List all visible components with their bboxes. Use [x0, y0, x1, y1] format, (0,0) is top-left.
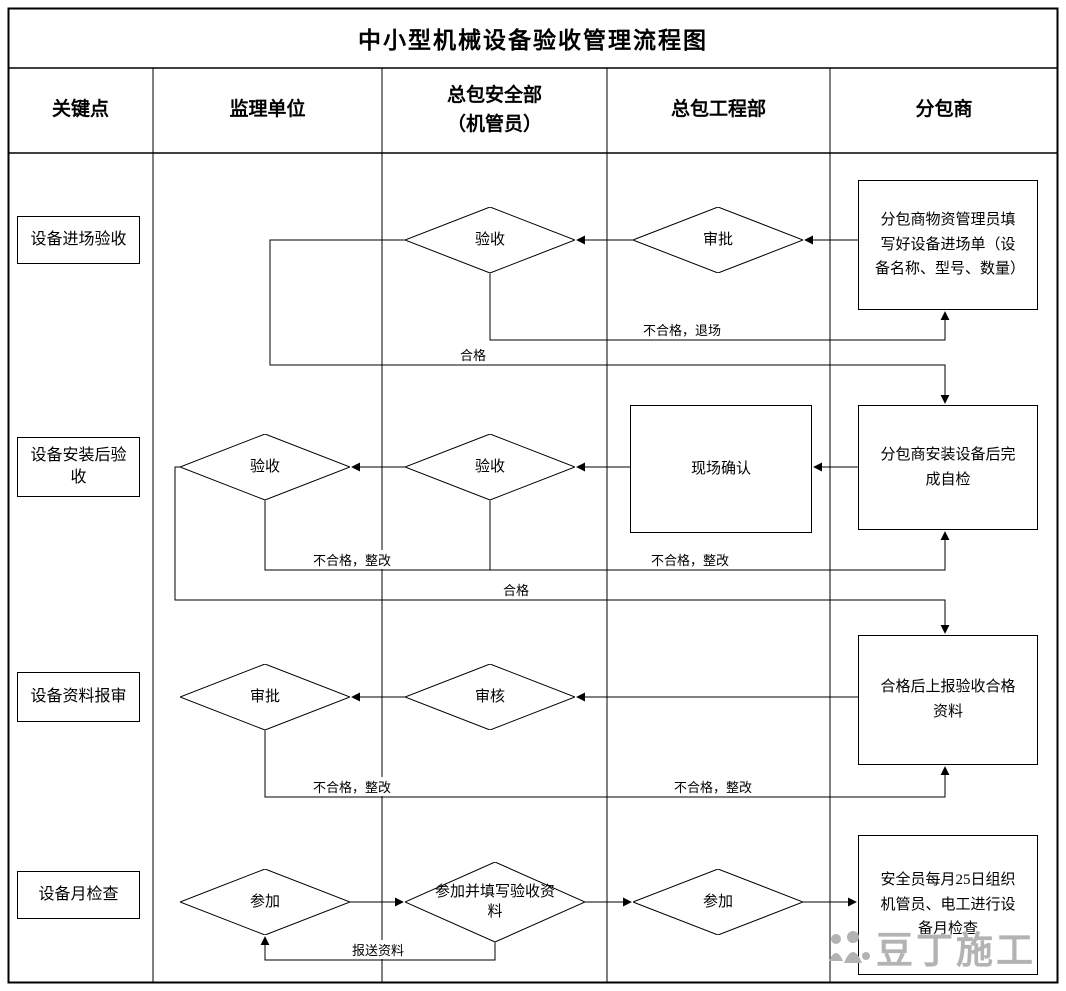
keypoint-post-install: 设备安装后验收	[17, 437, 140, 497]
decision-r4-join-and-fill: 参加并填写验收资料	[405, 862, 585, 942]
decision-r4-join-engineering: 参加	[633, 869, 803, 935]
decision-r4-join-supervisor: 参加	[180, 869, 350, 935]
process-self-check: 分包商安装设备后完成自检	[858, 405, 1038, 530]
column-header-keypoint: 关键点	[51, 99, 109, 121]
decision-label: 审核	[474, 688, 505, 705]
decision-r2-accept-safety: 验收	[405, 434, 575, 500]
watermark-figures-icon	[829, 931, 870, 963]
keypoint-docs-submission: 设备资料报审	[17, 672, 140, 722]
page-title: 中小型机械设备验收管理流程图	[358, 28, 708, 53]
diamond-shape-icon	[633, 207, 803, 273]
column-header-subcontractor: 分包商	[915, 99, 973, 121]
edge-label-r3-fail-right: 不合格，整改	[671, 777, 755, 796]
column-header-engineering: 总包工程部	[670, 99, 766, 121]
decision-label: 参加	[249, 893, 280, 910]
diamond-shape-icon	[633, 869, 803, 935]
keypoint-equipment-entry: 设备进场验收	[17, 216, 140, 264]
decision-label: 验收	[474, 231, 505, 248]
decision-label: 验收	[474, 458, 505, 475]
diamond-shape-icon	[405, 207, 575, 273]
column-header-safety-dept: 总包安全部 （机管员）	[446, 85, 542, 135]
diamond-shape-icon	[180, 664, 350, 730]
diamond-shape-icon	[180, 434, 350, 500]
decision-label: 参加并填写验收资料	[434, 883, 555, 920]
decision-r2-accept-supervisor: 验收	[180, 434, 350, 500]
edge-label-r2-fail-left: 不合格，整改	[310, 550, 394, 569]
edge-label-r2-pass: 合格	[500, 580, 532, 599]
decision-r1-accept: 验收	[405, 207, 575, 273]
diamond-shape-icon	[405, 434, 575, 500]
edge-label-r1-pass: 合格	[457, 345, 489, 364]
process-fill-entry-form: 分包商物资管理员填写好设备进场单（设备名称、型号、数量）	[858, 180, 1038, 310]
edge-label-r1-fail: 不合格，退场	[640, 320, 724, 339]
flow-arrows	[174, 235, 950, 961]
edge-label-r3-fail-left: 不合格，整改	[310, 777, 394, 796]
watermark-logo: 豆丁施工	[826, 920, 1036, 974]
decision-label: 验收	[249, 458, 280, 475]
watermark-text: 豆丁施工	[876, 931, 1036, 972]
diamond-shape-icon	[180, 869, 350, 935]
decision-label: 审批	[249, 688, 280, 705]
diamond-shape-icon	[405, 862, 585, 942]
decision-r3-review: 审核	[405, 664, 575, 730]
decision-r1-approve: 审批	[633, 207, 803, 273]
decision-label: 审批	[702, 231, 733, 248]
decision-label: 参加	[702, 893, 733, 910]
column-header-supervisor: 监理单位	[229, 99, 306, 121]
table-grid	[7, 7, 1059, 984]
decision-r3-approve: 审批	[180, 664, 350, 730]
process-monthly-check: 安全员每月25日组织机管员、电工进行设备月检查	[858, 835, 1038, 975]
edge-label-r4-report: 报送资料	[349, 940, 407, 959]
diamond-shape-icon	[405, 664, 575, 730]
keypoint-monthly-inspection: 设备月检查	[17, 871, 140, 919]
process-submit-docs: 合格后上报验收合格资料	[858, 635, 1038, 765]
process-site-confirm: 现场确认	[630, 405, 812, 533]
edge-label-r2-fail-right: 不合格，整改	[648, 550, 732, 569]
